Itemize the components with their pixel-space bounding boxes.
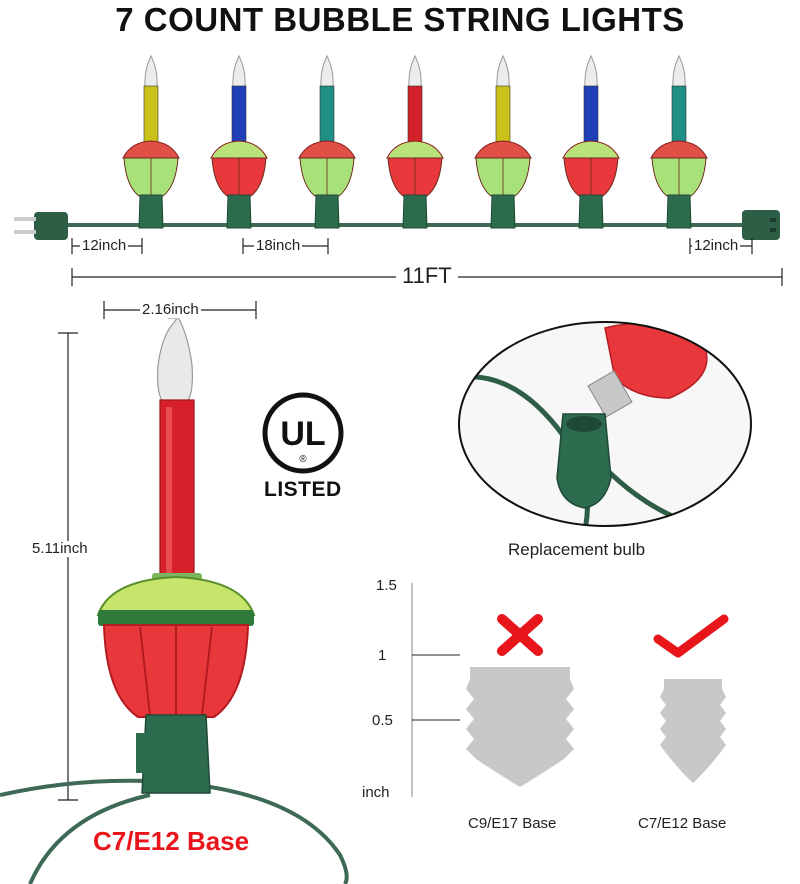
e17-base-shape — [466, 667, 574, 787]
lead-right-dimension: 12inch — [692, 237, 741, 254]
flame-tip — [157, 305, 193, 404]
ul-symbol: UL — [280, 415, 325, 453]
y-tick-0-5: 0.5 — [372, 712, 393, 729]
string-bulb — [650, 54, 708, 229]
string-bulb — [386, 54, 444, 229]
y-axis-unit: inch — [362, 784, 390, 801]
ul-registered: ® — [299, 454, 307, 465]
bubble-tube — [159, 399, 195, 583]
page-title: 7 COUNT BUBBLE STRING LIGHTS — [115, 1, 685, 38]
socket — [141, 714, 211, 794]
check-icon — [653, 614, 729, 658]
y-tick-1-5: 1.5 — [376, 577, 397, 594]
string-bulb — [298, 54, 356, 229]
string-bulb — [562, 54, 620, 229]
large-bulb-illustration — [0, 301, 349, 884]
ul-listed-text: LISTED — [264, 478, 342, 501]
total-length-dimension: 11FT — [396, 264, 458, 288]
bulb-width-dimension: 2.16inch — [140, 301, 201, 318]
string-bulb — [210, 54, 268, 229]
x-icon — [497, 614, 543, 656]
male-plug-icon — [14, 212, 68, 240]
replacement-caption: Replacement bulb — [508, 540, 646, 559]
female-plug-icon — [742, 210, 780, 240]
spacing-dimension: 18inch — [254, 237, 303, 254]
base-size-chart — [411, 583, 729, 797]
ul-logo-icon: UL ® — [262, 392, 344, 474]
string-lights-illustration — [14, 54, 783, 286]
string-bulb — [474, 54, 532, 229]
e12-base-shape — [660, 679, 726, 783]
replacement-bulb-inset — [458, 321, 752, 527]
lead-left-dimension: 12inch — [80, 237, 129, 254]
bulb-height-dimension: 5.11inch — [30, 540, 90, 557]
e17-base-label: C9/E17 Base — [468, 815, 557, 832]
e12-base-label: C7/E12 Base — [638, 815, 727, 832]
globe-cap — [96, 575, 256, 616]
base-type-label: C7/E12 Base — [93, 826, 250, 856]
string-bulb — [122, 54, 180, 229]
y-tick-1: 1 — [378, 647, 387, 664]
